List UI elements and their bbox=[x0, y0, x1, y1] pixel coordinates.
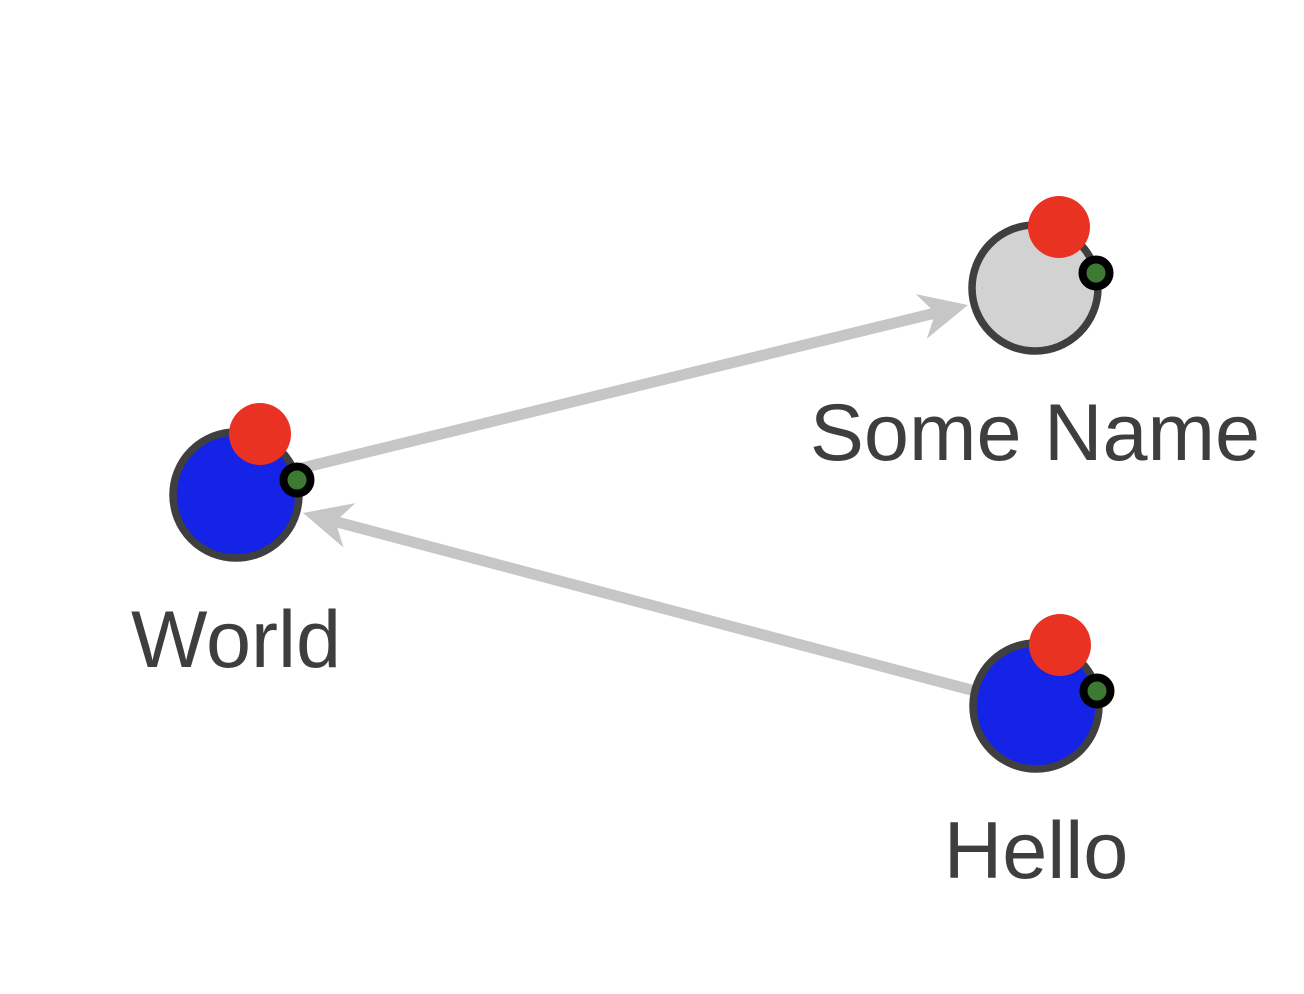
red-badge-icon bbox=[1029, 614, 1091, 676]
edge-world-to-some-name bbox=[292, 294, 968, 476]
arrowhead-icon bbox=[303, 503, 356, 548]
red-badge-icon bbox=[1028, 196, 1090, 258]
edge-line bbox=[334, 516, 977, 697]
node-label-hello: Hello bbox=[944, 806, 1129, 896]
node-label-world: World bbox=[131, 595, 341, 685]
edge-hello-to-world bbox=[303, 503, 977, 697]
edge-line bbox=[292, 307, 937, 476]
green-badge-icon bbox=[1078, 255, 1114, 291]
graph-node-world[interactable]: World bbox=[131, 403, 341, 685]
green-badge-icon bbox=[1079, 673, 1115, 709]
graph-node-some-name[interactable]: Some Name bbox=[810, 196, 1260, 478]
green-badge-icon bbox=[279, 462, 315, 498]
red-badge-icon bbox=[229, 403, 291, 465]
arrowhead-icon bbox=[915, 294, 968, 339]
graph-node-hello[interactable]: Hello bbox=[944, 614, 1129, 896]
node-label-some-name: Some Name bbox=[810, 388, 1260, 478]
